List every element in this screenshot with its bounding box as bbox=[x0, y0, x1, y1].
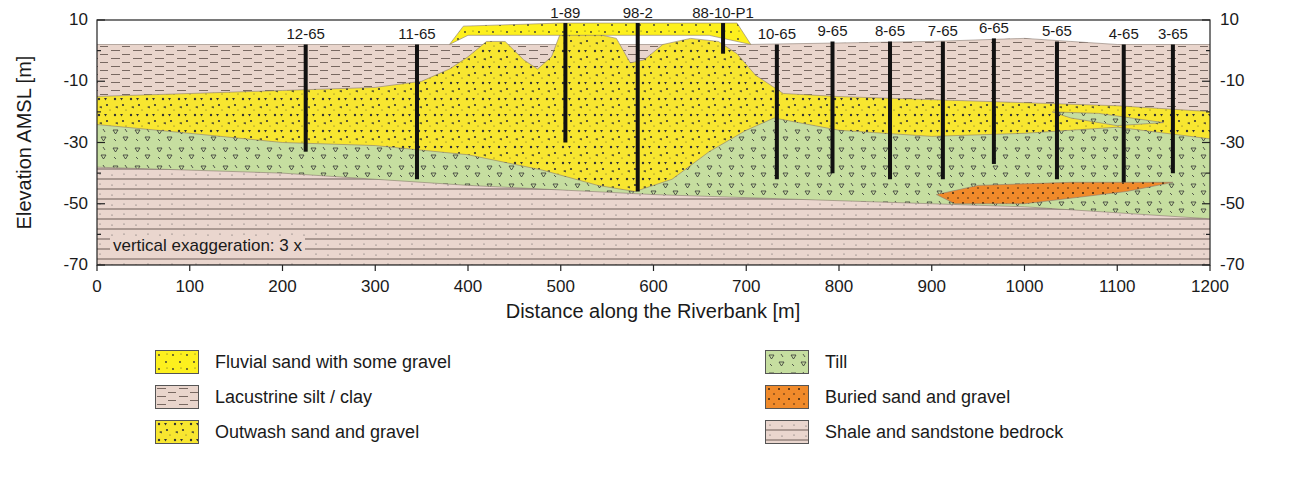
borehole-label: 6-65 bbox=[979, 19, 1009, 36]
axis-tick-label: 1100 bbox=[1099, 277, 1136, 297]
borehole bbox=[563, 23, 567, 142]
borehole bbox=[888, 41, 892, 179]
plot-frame bbox=[97, 20, 1210, 265]
legend-swatch bbox=[765, 350, 809, 374]
axis-tick-label: 0 bbox=[92, 277, 101, 297]
legend-label: Outwash sand and gravel bbox=[215, 422, 419, 443]
axis-tick-label: 400 bbox=[454, 277, 482, 297]
borehole-label: 5-65 bbox=[1042, 22, 1072, 39]
note: vertical exaggeration: 3 x bbox=[110, 236, 305, 256]
axis-tick-label: -50 bbox=[1220, 194, 1245, 214]
stratum-texture bbox=[97, 118, 1210, 265]
borehole-label: 8-65 bbox=[875, 22, 905, 39]
swatch-texture bbox=[766, 351, 809, 374]
swatch-texture bbox=[156, 386, 199, 409]
axis-tick-label: 900 bbox=[918, 277, 946, 297]
axis-tick-label: 1200 bbox=[1191, 277, 1229, 297]
borehole-label: 9-65 bbox=[817, 22, 847, 39]
stratum-texture bbox=[936, 182, 1173, 203]
axis-title: Elevation AMSL [m] bbox=[14, 55, 37, 229]
stratum bbox=[449, 23, 750, 44]
legend-label: Buried sand and gravel bbox=[825, 387, 1010, 408]
legend-swatch bbox=[765, 385, 809, 409]
swatch-texture bbox=[766, 421, 809, 444]
stratum bbox=[1052, 112, 1163, 126]
ticks bbox=[97, 20, 1210, 271]
swatch-texture bbox=[156, 421, 199, 444]
borehole bbox=[721, 23, 725, 54]
legend-label: Till bbox=[825, 352, 847, 373]
axis-tick-label: -50 bbox=[63, 194, 88, 214]
legend-swatch bbox=[765, 420, 809, 444]
borehole-label: 7-65 bbox=[928, 22, 958, 39]
borehole bbox=[1055, 41, 1059, 179]
stratum-texture bbox=[1052, 112, 1163, 126]
borehole-label: 11-65 bbox=[398, 25, 435, 42]
stratum-texture bbox=[97, 32, 1210, 265]
axis-tick-label: 200 bbox=[268, 277, 296, 297]
axis-tick-label: 10 bbox=[1220, 10, 1239, 30]
borehole bbox=[415, 45, 419, 180]
borehole bbox=[831, 41, 835, 173]
borehole bbox=[941, 41, 945, 179]
axis-tick-label: -10 bbox=[1220, 71, 1245, 91]
borehole bbox=[1122, 45, 1126, 183]
swatch-texture bbox=[156, 351, 199, 374]
axis-tick-label: 800 bbox=[825, 277, 853, 297]
axis-tick-label: 1000 bbox=[1006, 277, 1044, 297]
axis-tick-label: 100 bbox=[176, 277, 204, 297]
axis-tick-label: -10 bbox=[63, 71, 88, 91]
borehole bbox=[992, 38, 996, 164]
borehole-label: 1-89 bbox=[550, 4, 580, 21]
stratum bbox=[936, 182, 1173, 203]
borehole-label: 12-65 bbox=[287, 25, 325, 42]
legend-label: Lacustrine silt / clay bbox=[215, 387, 372, 408]
borehole bbox=[636, 23, 640, 191]
axis-tick-label: -30 bbox=[1220, 133, 1245, 153]
legend-label: Fluvial sand with some gravel bbox=[215, 352, 451, 373]
legend-swatch bbox=[155, 420, 199, 444]
borehole bbox=[1171, 45, 1175, 174]
strata bbox=[97, 23, 1210, 265]
axis-tick-label: 300 bbox=[361, 277, 389, 297]
axis-title: Distance along the Riverbank [m] bbox=[506, 300, 801, 323]
stratum bbox=[97, 32, 1210, 265]
axis-tick-label: 600 bbox=[639, 277, 667, 297]
axis-tick-label: 10 bbox=[69, 10, 88, 30]
legend-swatch bbox=[155, 350, 199, 374]
axis-tick-label: 700 bbox=[732, 277, 760, 297]
axis-tick-label: -70 bbox=[1220, 255, 1245, 275]
stratum bbox=[97, 118, 1210, 265]
swatch-texture bbox=[766, 386, 809, 409]
stratum-texture bbox=[97, 167, 1210, 265]
axis-tick-label: 500 bbox=[547, 277, 575, 297]
borehole-label: 98-2 bbox=[623, 4, 653, 21]
borehole-label: 4-65 bbox=[1109, 25, 1139, 42]
borehole-label: 10-65 bbox=[758, 25, 796, 42]
stratum bbox=[97, 167, 1210, 265]
borehole-label: 3-65 bbox=[1158, 25, 1188, 42]
stratum-texture bbox=[449, 23, 750, 44]
axis-tick-label: -30 bbox=[63, 133, 88, 153]
borehole bbox=[775, 45, 779, 180]
axis-tick-label: -70 bbox=[63, 255, 88, 275]
legend-label: Shale and sandstone bedrock bbox=[825, 422, 1063, 443]
borehole bbox=[304, 45, 308, 152]
legend-swatch bbox=[155, 385, 199, 409]
borehole-label: 88-10-P1 bbox=[692, 4, 754, 21]
